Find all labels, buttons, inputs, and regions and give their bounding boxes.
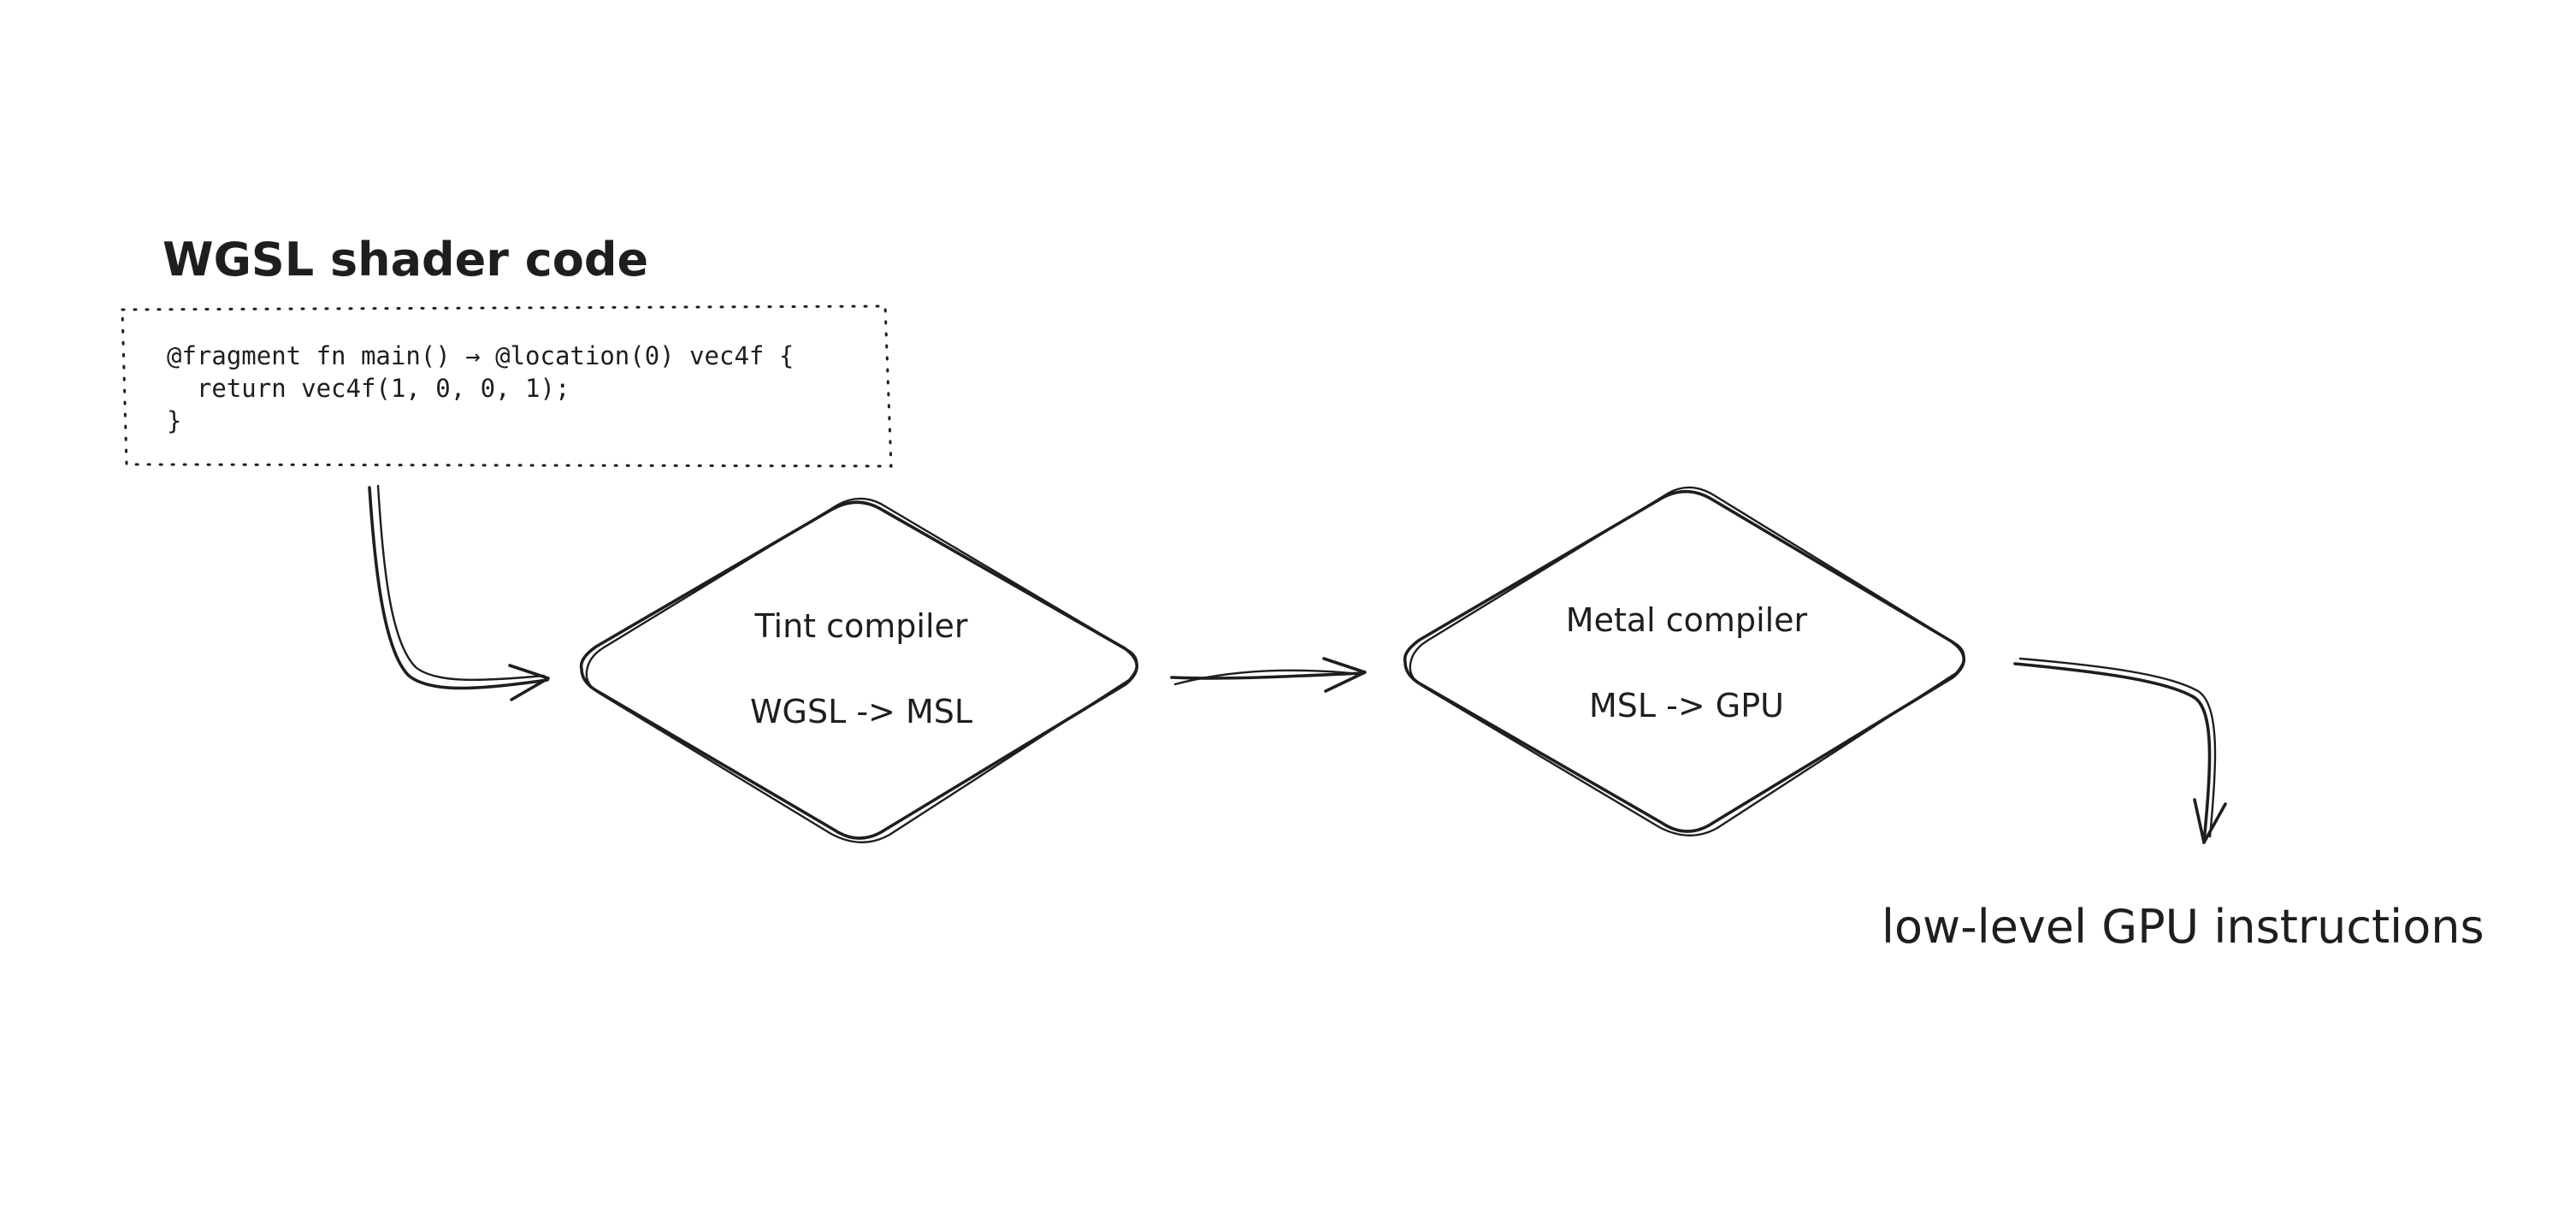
tint-compiler-diamond	[579, 500, 1139, 840]
tint-compiler-node[interactable]: Tint compiler WGSL -> MSL	[579, 497, 1139, 843]
code-line-3: }	[167, 406, 181, 435]
tint-compiler-sublabel: WGSL -> MSL	[750, 693, 972, 730]
source-title[interactable]: WGSL shader code	[162, 233, 648, 287]
arrow-tint-to-metal[interactable]	[1170, 657, 1367, 693]
metal-compiler-node[interactable]: Metal compiler MSL -> GPU	[1403, 486, 1966, 837]
tint-compiler-label: Tint compiler	[753, 607, 967, 645]
arrow-metal-to-output[interactable]	[2013, 657, 2227, 844]
code-box-border	[121, 304, 893, 468]
code-line-2: return vec4f(1, 0, 0, 1);	[167, 374, 570, 403]
metal-compiler-sublabel: MSL -> GPU	[1589, 687, 1784, 724]
code-line-1: @fragment fn main() → @location(0) vec4f…	[167, 341, 794, 370]
code-box[interactable]: @fragment fn main() → @location(0) vec4f…	[121, 304, 893, 468]
metal-compiler-label: Metal compiler	[1566, 601, 1808, 639]
output-label[interactable]: low-level GPU instructions	[1882, 900, 2484, 954]
metal-compiler-diamond	[1403, 490, 1966, 833]
arrow-source-to-tint[interactable]	[368, 484, 550, 701]
